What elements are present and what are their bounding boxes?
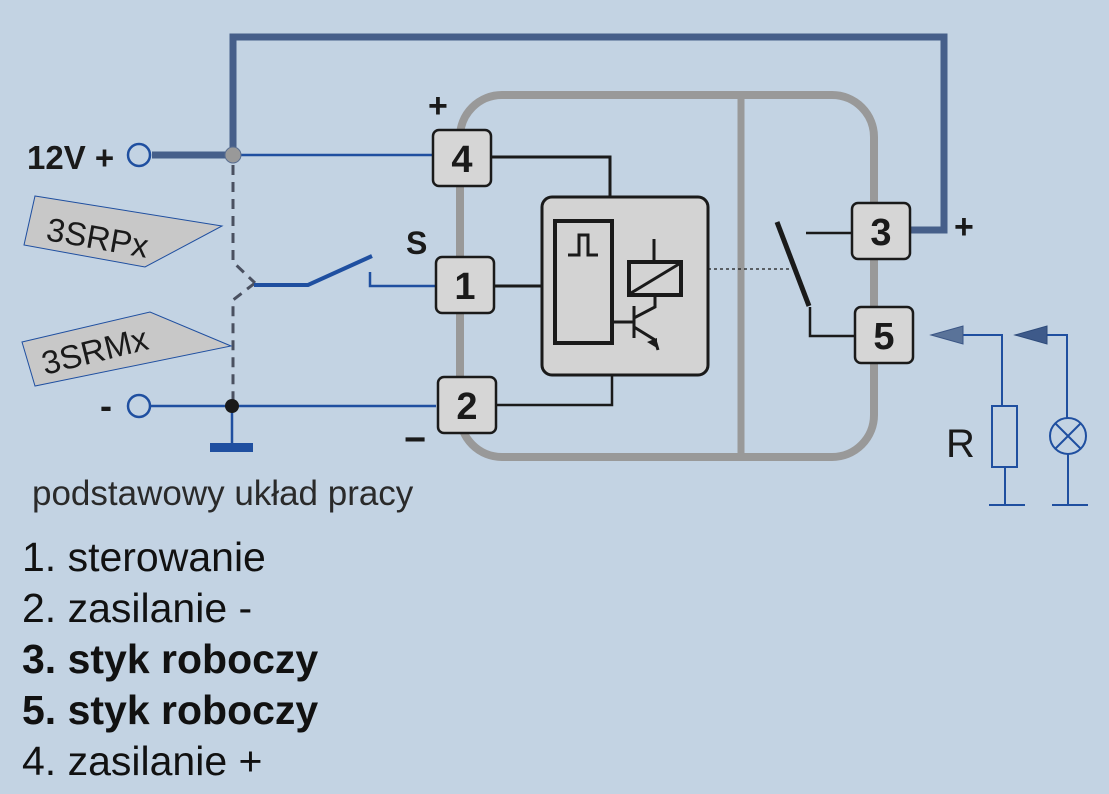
terminal-1 — [434, 255, 496, 315]
supply-minus-terminal — [126, 393, 152, 419]
load-r-label: R — [946, 422, 975, 466]
relay-coil-diagonal — [630, 262, 680, 295]
relay-contact — [774, 221, 812, 307]
arrow-icon-lamp — [1013, 325, 1048, 345]
resistor-icon — [991, 405, 1018, 468]
wire-to-1 — [368, 272, 436, 288]
pulse-icon — [568, 233, 598, 257]
legend-item: 1. sterowanie — [22, 534, 266, 580]
feedback-wire — [229, 33, 948, 234]
legend-item: 3. styk roboczy — [22, 636, 319, 682]
internal-wire-4 — [492, 155, 612, 197]
internal-wire-2 — [492, 373, 614, 407]
ground-icon — [210, 443, 253, 452]
terminal-minus-symbol: − — [404, 419, 426, 461]
terminal-4-label: 4 — [451, 139, 472, 181]
terminal-5 — [853, 305, 915, 365]
sensor-3srmx-shape — [21, 311, 233, 387]
lamp-ground — [1052, 454, 1088, 506]
terminal-2-label: 2 — [456, 386, 477, 428]
junction-plus — [224, 146, 242, 164]
terminal-1-label: 1 — [454, 266, 475, 308]
control-switch — [254, 254, 373, 287]
output-plus-symbol: + — [954, 208, 974, 246]
supply-plus-label: 12V + — [27, 139, 114, 176]
terminal-plus-symbol: + — [428, 87, 448, 125]
junction-minus — [225, 399, 239, 413]
terminal-legend: 1. sterowanie 2. zasilanie - 3. styk rob… — [22, 532, 318, 787]
contact-wire-5 — [808, 307, 856, 338]
terminal-3 — [850, 201, 912, 261]
legend-item: 2. zasilanie - — [22, 585, 253, 631]
electronics-block — [540, 195, 710, 377]
supply-minus-label: - — [100, 385, 112, 426]
legend-item: 4. zasilanie + — [22, 738, 263, 784]
terminal-2 — [436, 375, 498, 435]
timer-block — [553, 219, 614, 345]
load-wire-lamp — [1047, 334, 1068, 418]
terminal-3-label: 3 — [870, 212, 891, 254]
legend-item: 5. styk roboczy — [22, 687, 319, 733]
diagram-caption: podstawowy układ pracy — [32, 474, 414, 513]
sensor-dashed-line — [231, 165, 257, 404]
resistor-ground — [989, 467, 1025, 506]
terminal-5-label: 5 — [873, 316, 894, 358]
lamp-cross — [1054, 422, 1082, 450]
transistor-icon — [612, 295, 660, 351]
supply-plus-terminal — [126, 142, 152, 168]
sensor-3srpx-shape — [23, 195, 224, 268]
arrow-icon-r — [929, 325, 964, 345]
transistor-arrow — [647, 338, 657, 348]
terminal-4 — [431, 128, 493, 188]
load-wire-r — [963, 334, 1003, 406]
terminal-s-symbol: S — [406, 225, 427, 261]
